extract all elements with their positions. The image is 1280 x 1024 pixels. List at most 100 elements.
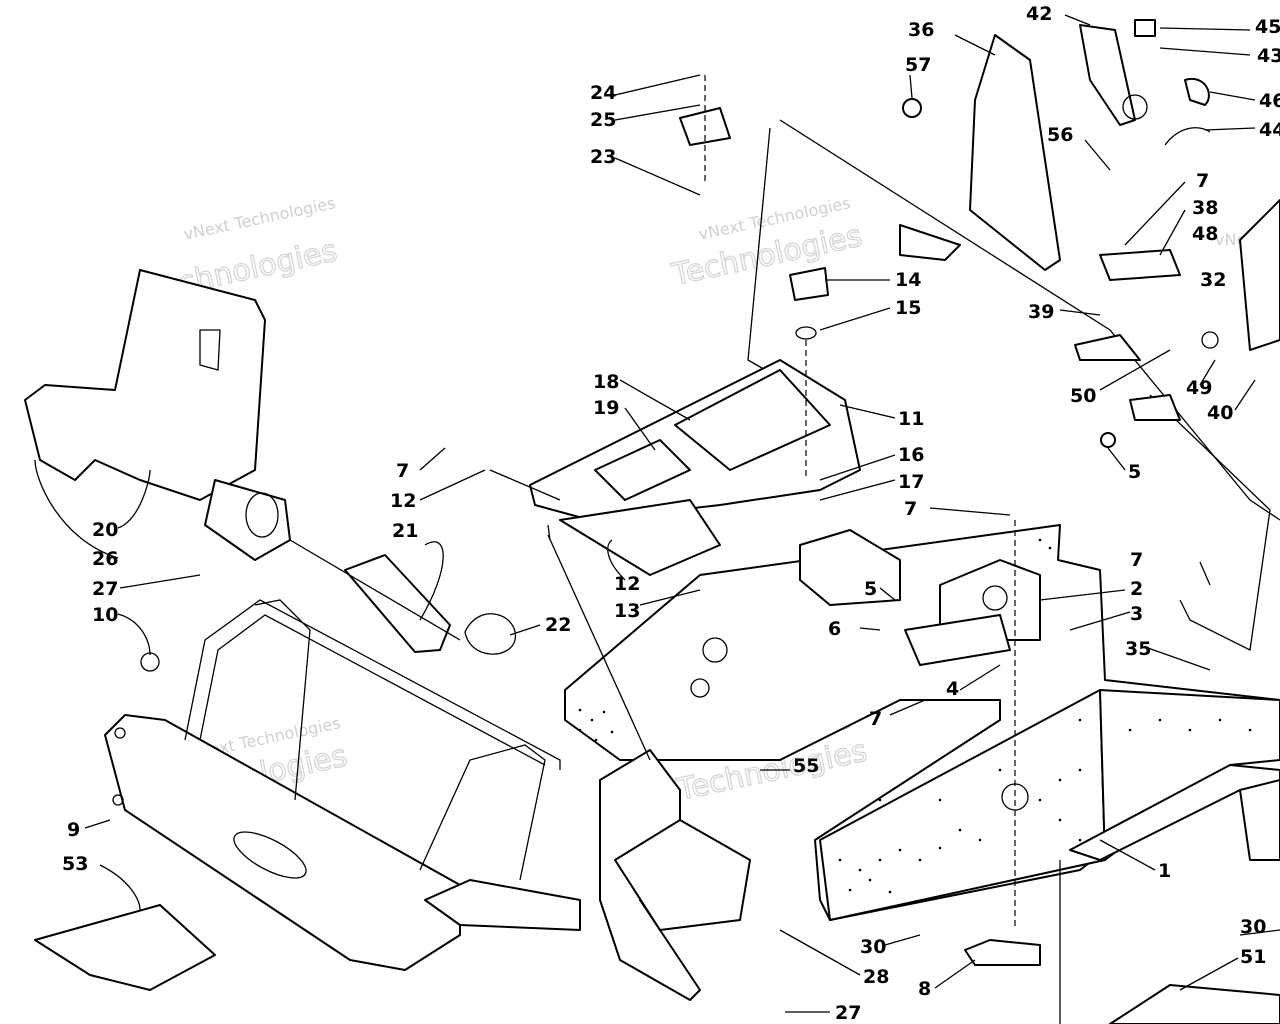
callout-46: 46	[1259, 90, 1280, 112]
callout-48: 48	[1192, 223, 1218, 245]
callout-21: 21	[392, 520, 418, 542]
callout-32: 32	[1200, 269, 1226, 291]
front-bumper-assembly	[34, 599, 751, 1001]
frame-front-box	[614, 819, 751, 931]
bumper-bolt-hole	[114, 727, 126, 739]
callout-20: 20	[92, 519, 118, 541]
bracket-plate	[904, 614, 1011, 666]
decal-19	[594, 439, 691, 501]
steering-arm-48	[1239, 199, 1280, 351]
console-lower	[559, 499, 721, 576]
frame-lower-rail	[1069, 764, 1280, 861]
callout-6: 6	[828, 618, 841, 640]
callout-30: 30	[1240, 916, 1266, 938]
bumper-hoop-left	[254, 599, 311, 801]
rear-bracket	[1239, 779, 1280, 861]
callout-19: 19	[593, 397, 619, 419]
callout-7: 7	[1196, 170, 1209, 192]
callout-9: 9	[67, 819, 80, 841]
steering-tube-left	[747, 127, 771, 369]
callout-42: 42	[1026, 3, 1052, 25]
callout-39: 39	[1028, 301, 1054, 323]
callout-2: 2	[1130, 578, 1143, 600]
callout-53: 53	[62, 853, 88, 875]
callout-7: 7	[869, 708, 882, 730]
decal-18	[674, 369, 831, 471]
bracket-38	[1099, 249, 1181, 281]
decal-53	[34, 904, 216, 991]
callout-5: 5	[1128, 461, 1141, 483]
callout-11: 11	[898, 408, 924, 430]
steering-tube-right	[1149, 394, 1271, 651]
leader-lines	[34, 14, 1280, 1013]
bracket-hole	[982, 585, 1008, 611]
nut-10	[140, 652, 160, 672]
callout-50: 50	[1070, 385, 1096, 407]
cap-45	[1134, 19, 1156, 37]
callout-7: 7	[904, 498, 917, 520]
callout-5: 5	[864, 578, 877, 600]
panel-51	[1109, 984, 1280, 1024]
shroud-mount	[204, 479, 291, 561]
callout-4: 4	[946, 678, 959, 700]
bumper-tow-link	[424, 879, 581, 931]
callout-12: 12	[614, 573, 640, 595]
assembly-line	[289, 539, 461, 641]
clamp-22	[464, 613, 516, 655]
callout-35: 35	[1125, 638, 1151, 660]
plate-8	[964, 939, 1041, 966]
bumper-tube-upper-inner	[199, 614, 546, 766]
callout-51: 51	[1240, 946, 1266, 968]
lower-parts	[964, 779, 1280, 1024]
frame-hole	[690, 678, 710, 698]
callout-30: 30	[860, 936, 886, 958]
callout-7: 7	[396, 460, 409, 482]
frame-perforations	[578, 538, 1252, 894]
callout-38: 38	[1192, 197, 1218, 219]
callout-27: 27	[92, 578, 118, 600]
callout-10: 10	[92, 604, 118, 626]
nut-57	[902, 98, 922, 118]
bumper-hoop-right	[419, 744, 546, 881]
frame-hole	[702, 637, 728, 663]
intake-opening	[245, 492, 279, 538]
callout-labels: 45 43 46 44 42 36 57 56 7 38 48 32 39 50…	[62, 3, 1280, 1024]
arm-42-eye	[1122, 94, 1148, 120]
callout-27: 27	[835, 1002, 861, 1024]
callout-3: 3	[1130, 603, 1143, 625]
callout-25: 25	[590, 109, 616, 131]
frame-assembly	[564, 524, 1280, 921]
callout-1: 1	[1158, 860, 1171, 882]
bumper-bolt-hole	[112, 794, 124, 806]
callout-8: 8	[918, 978, 931, 1000]
grommet-15	[795, 326, 817, 340]
nut-5	[1100, 432, 1116, 448]
callout-14: 14	[895, 269, 921, 291]
callout-22: 22	[545, 614, 571, 636]
callout-45: 45	[1255, 16, 1280, 38]
bumper-plate-9	[104, 714, 461, 971]
hose-44	[1164, 127, 1211, 146]
frame-side-panel	[819, 689, 1106, 921]
callout-43: 43	[1257, 45, 1280, 67]
callout-28: 28	[863, 966, 889, 988]
callout-17: 17	[898, 471, 924, 493]
bracket-39	[1074, 334, 1141, 361]
callout-15: 15	[895, 297, 921, 319]
watermark-text: vNext Technologies	[182, 193, 337, 244]
callout-16: 16	[898, 444, 924, 466]
callout-44: 44	[1259, 119, 1280, 141]
callout-57: 57	[905, 54, 931, 76]
console-assembly	[529, 107, 861, 576]
callout-7: 7	[1130, 549, 1143, 571]
callout-56: 56	[1047, 124, 1073, 146]
shroud-vent	[199, 329, 221, 371]
callout-55: 55	[793, 755, 819, 777]
callout-26: 26	[92, 548, 118, 570]
washer-49	[1201, 331, 1219, 349]
air-intake-shroud-20	[24, 269, 266, 501]
callout-49: 49	[1186, 377, 1212, 399]
plate-36	[969, 34, 1061, 271]
knob-14	[789, 267, 829, 301]
